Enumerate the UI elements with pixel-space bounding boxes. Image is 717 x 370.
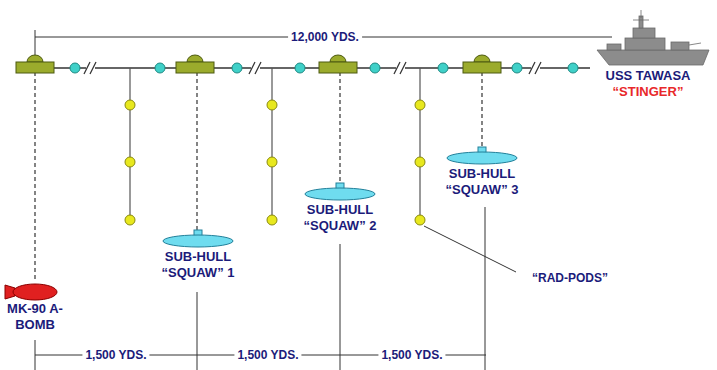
- rad-pod: [415, 215, 425, 225]
- dimension-label: 1,500 YDS.: [234, 348, 301, 362]
- node-shape: [437, 144, 527, 166]
- cable-beads: [70, 63, 578, 73]
- float: [463, 55, 501, 73]
- cable-bead: [438, 63, 448, 73]
- cable-break: [84, 62, 541, 74]
- dimension-label: 12,000 YDS.: [288, 30, 362, 44]
- dimension-label: 1,500 YDS.: [82, 348, 149, 362]
- node-shape: [583, 8, 713, 68]
- cable-bead: [70, 63, 80, 73]
- cable-bead: [568, 63, 578, 73]
- node-label: “STINGER”: [583, 84, 713, 100]
- node-shape: [1, 279, 69, 301]
- dimension-lines: [35, 30, 612, 370]
- cable-bead: [155, 63, 165, 73]
- node-label: SUB-HULL “SQUAW” 2: [295, 202, 385, 234]
- bomb-node: MK-90 A-BOMB: [1, 279, 69, 333]
- node-label: MK-90 A-BOMB: [1, 301, 69, 333]
- rad-pod-strings: [130, 68, 420, 220]
- rad-pod: [125, 157, 135, 167]
- rad-pod: [125, 215, 135, 225]
- rad-pod: [267, 100, 277, 110]
- float: [319, 55, 357, 73]
- node-label: SUB-HULL “SQUAW” 1: [153, 249, 243, 281]
- floats: [16, 55, 501, 73]
- leader-line: [424, 226, 516, 272]
- sub-hull-node: SUB-HULL “SQUAW” 3: [437, 144, 527, 198]
- rad-pod: [125, 100, 135, 110]
- rad-pod: [415, 157, 425, 167]
- rad-pod: [415, 100, 425, 110]
- rad-pods: [125, 100, 425, 225]
- rad-pod: [267, 215, 277, 225]
- rad-pod: [267, 157, 277, 167]
- node-label: SUB-HULL “SQUAW” 3: [437, 166, 527, 198]
- tether-lines: [35, 72, 482, 281]
- float: [176, 55, 214, 73]
- cable-bead: [295, 63, 305, 73]
- cable-bead: [232, 63, 242, 73]
- cable-bead: [512, 63, 522, 73]
- sub-hull-node: SUB-HULL “SQUAW” 2: [295, 180, 385, 234]
- node-label: USS TAWASA: [583, 68, 713, 84]
- node-shape: [295, 180, 385, 202]
- dimension-label: 1,500 YDS.: [378, 348, 445, 362]
- node-shape: [153, 227, 243, 249]
- callout-label: “RAD-PODS”: [529, 271, 611, 285]
- cable-bead: [370, 63, 380, 73]
- sub-hull-node: SUB-HULL “SQUAW” 1: [153, 227, 243, 281]
- ship-node: USS TAWASA“STINGER”: [583, 8, 713, 100]
- float: [16, 55, 54, 73]
